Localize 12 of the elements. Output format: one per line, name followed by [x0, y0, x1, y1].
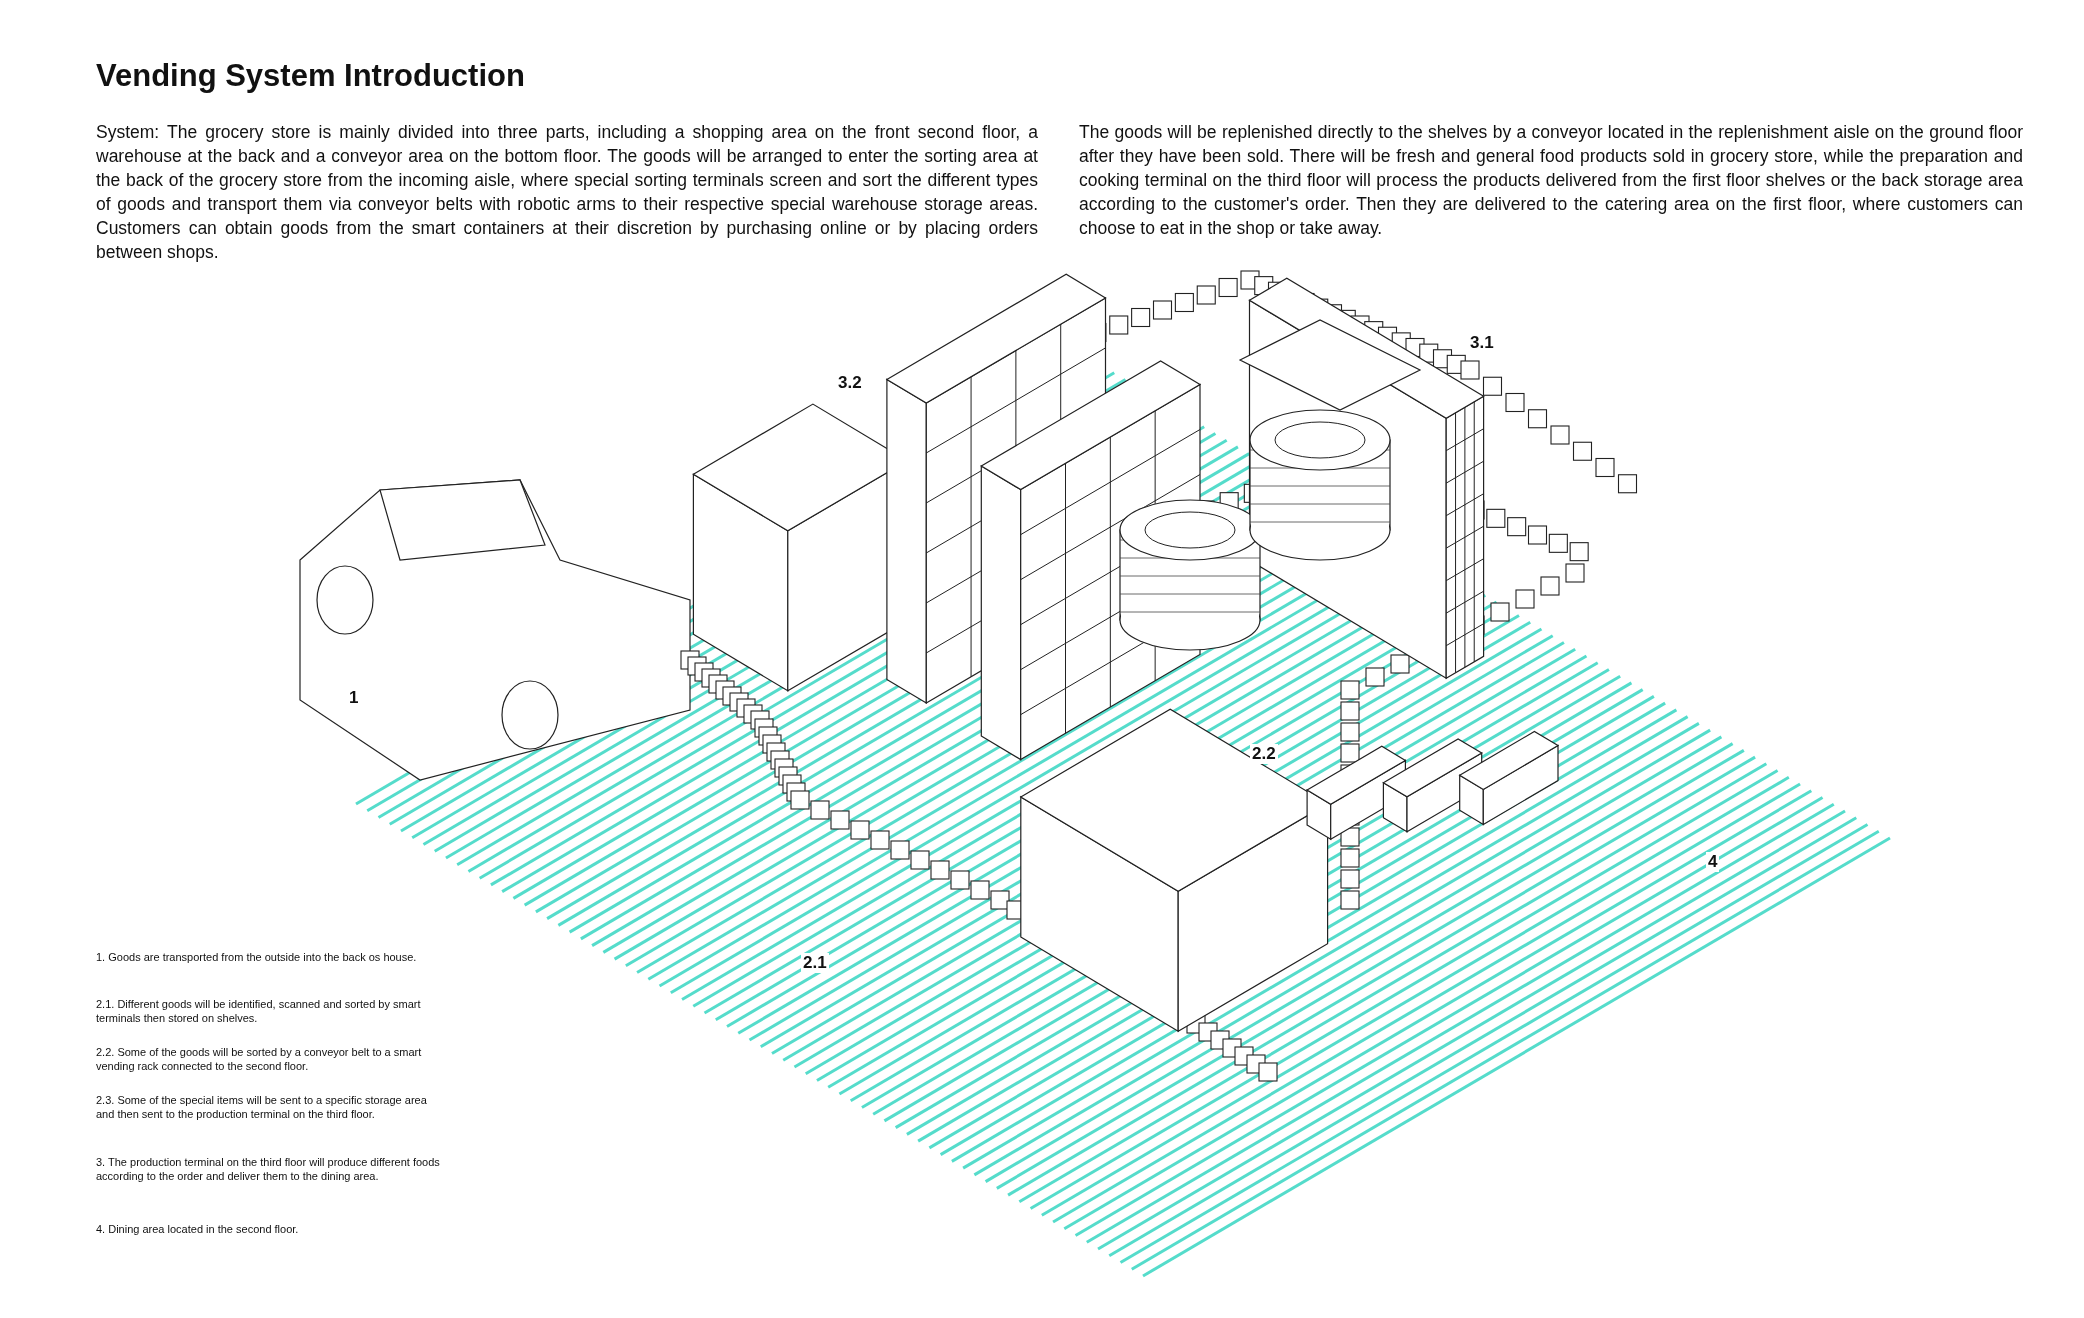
area-number: 2.2 [1250, 744, 1278, 764]
note-text: 3. The production terminal on the third floor will produce different foods according to the order and deliver them to the dining area. [96, 1155, 441, 1183]
description-paragraph: System: The grocery store is mainly divided into three parts, including a shopping area on the front second floor, a warehouse at the back and a conveyor area on the bottom floor. The goods will be arranged to enter the sorting area at the back of the grocery store from the incoming aisle, where special sorting terminals screen and sort the different types of goods and transport them via conveyor belts with robotic arms to their respective special warehouse storage areas. Customers can obtain goods from the smart containers at their discretion by purchasing online or by placing orders between shops. [96, 121, 1038, 264]
page-title: Vending System Introduction [96, 58, 525, 94]
note-text: 2.2. Some of the goods will be sorted by a conveyor belt to a smart vending rack connected to the second floor. [96, 1045, 423, 1073]
description-paragraph: The goods will be replenished directly to the shelves by a conveyor located in the replenishment aisle on the ground floor after they have been sold. There will be fresh and general food products sold in grocery store, while the preparation and cooking terminal on the third floor will process the products delivered from the first floor shelves or the back storage area according to the customer's order. Then they are delivered to the catering area on the first floor, where customers can choose to eat in the shop or take away. [1079, 121, 2023, 240]
area-number: 4 [1706, 852, 1720, 872]
note-text: 4. Dining area located in the second floor. [96, 1222, 300, 1236]
area-number: 2.1 [801, 953, 829, 973]
note-text: 2.3. Some of the special items will be sent to a specific storage area and then sent to the production terminal on the third floor. [96, 1093, 428, 1121]
note-text: 2.1. Different goods will be identified, scanned and sorted by smart terminals then stored on shelves. [96, 997, 422, 1025]
note-text: 1. Goods are transported from the outside into the back os house. [96, 950, 418, 964]
